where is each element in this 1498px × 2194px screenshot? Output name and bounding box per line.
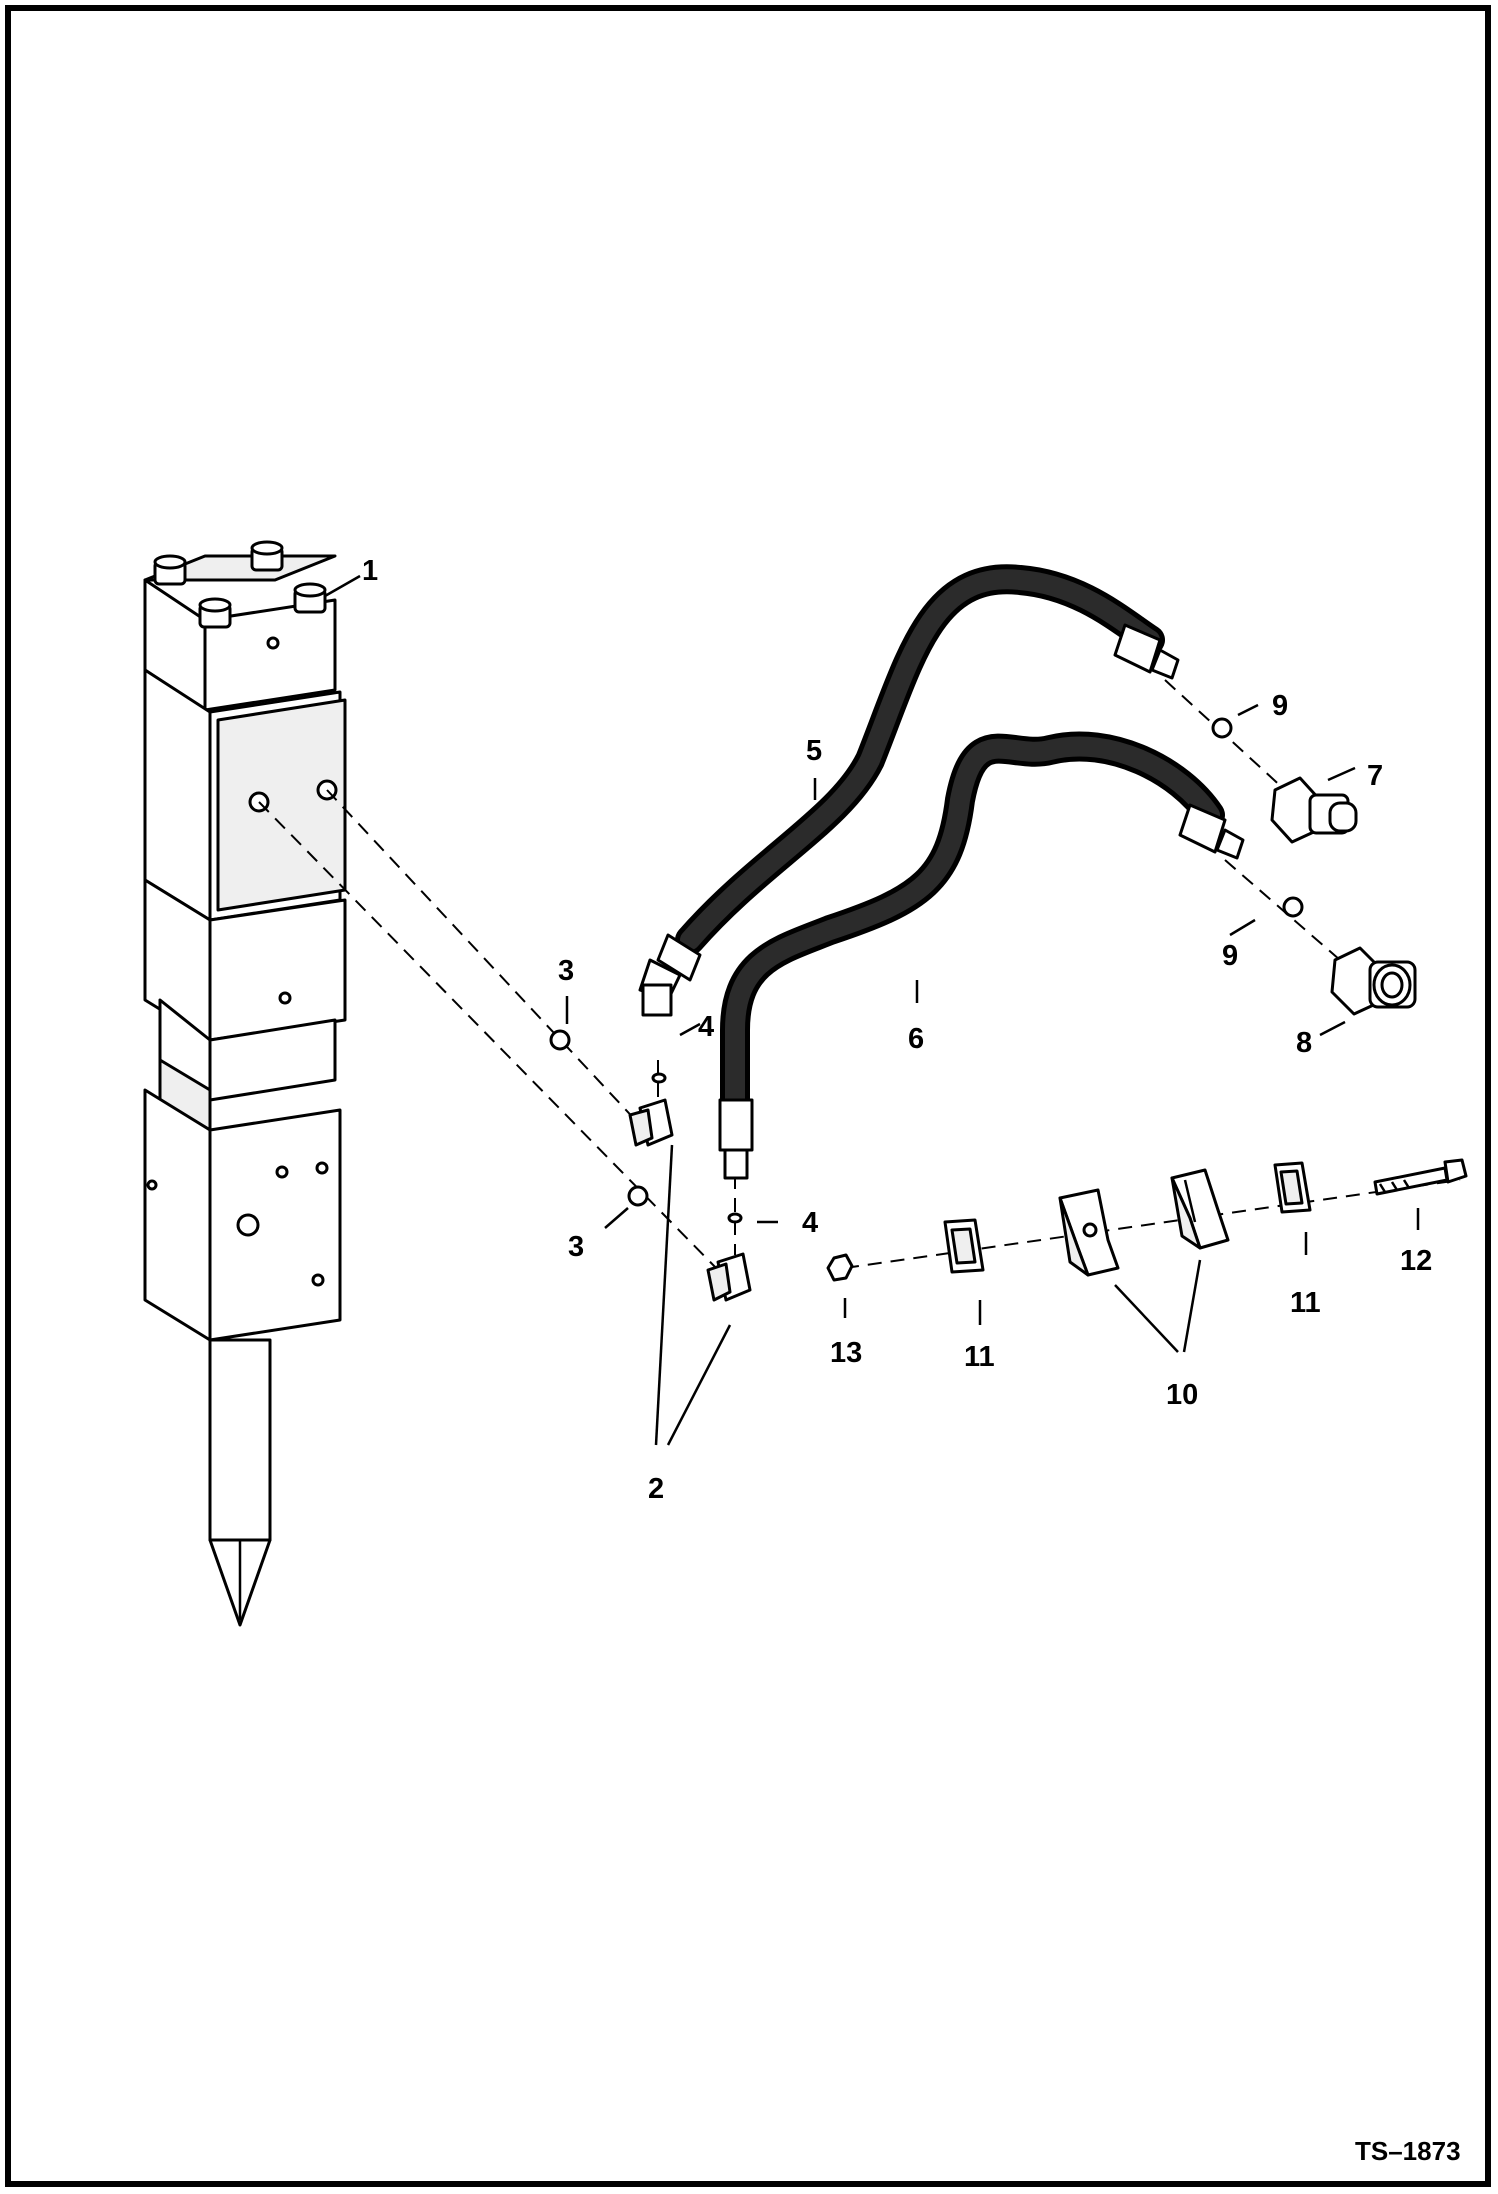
callout-11-right: 11 <box>1290 1287 1321 1319</box>
quick-coupler-male <box>1270 776 1358 844</box>
callout-8: 8 <box>1296 1027 1312 1059</box>
hose-6 <box>718 731 1245 1180</box>
cap-bolt <box>250 540 284 572</box>
o-ring-9-upper <box>1211 717 1233 739</box>
callout-2: 2 <box>648 1473 664 1505</box>
fitting-2-lower <box>706 1252 752 1302</box>
hose-end-fitting <box>1113 623 1180 680</box>
o-ring-3-upper <box>549 1029 571 1051</box>
o-ring-4-upper <box>651 1072 667 1084</box>
callout-10: 10 <box>1166 1379 1198 1411</box>
lock-nut-13 <box>826 1253 854 1282</box>
page-border <box>5 5 1491 2187</box>
callout-4-upper: 4 <box>698 1011 714 1043</box>
cap-bolt <box>293 582 327 614</box>
hydraulic-breaker <box>143 540 347 1627</box>
callout-9-lower: 9 <box>1222 940 1238 972</box>
fitting-2-upper <box>628 1098 674 1147</box>
o-ring-3-lower <box>627 1185 649 1207</box>
callout-3-upper: 3 <box>558 955 574 987</box>
callout-4-lower: 4 <box>802 1207 818 1239</box>
callouts: 1 2 3 3 4 4 5 6 7 8 9 9 10 11 11 12 13 <box>362 555 1432 1505</box>
callout-7: 7 <box>1367 760 1383 792</box>
hose-straight-fitting <box>718 1098 754 1180</box>
callout-11-left: 11 <box>964 1341 995 1373</box>
o-ring-4-lower <box>727 1212 743 1224</box>
hose-5 <box>638 564 1180 1017</box>
clamp-half-10-left <box>1058 1188 1120 1277</box>
bolt-12 <box>1373 1158 1468 1196</box>
callout-12: 12 <box>1400 1245 1432 1277</box>
plate-11-right <box>1273 1161 1312 1214</box>
plate-11-left <box>943 1218 985 1274</box>
callout-6: 6 <box>908 1023 924 1055</box>
quick-coupler-female <box>1330 946 1417 1016</box>
cap-bolt <box>198 597 232 629</box>
callout-5: 5 <box>806 735 822 767</box>
hose-end-fitting <box>1178 803 1245 860</box>
leader-lines <box>324 574 1420 1446</box>
callout-9-upper: 9 <box>1272 690 1288 722</box>
cap-bolt <box>153 554 187 586</box>
callout-3-lower: 3 <box>568 1231 584 1263</box>
hose-elbow-fitting <box>638 933 702 1017</box>
figure-reference: TS–1873 <box>1355 2136 1461 2166</box>
o-ring-9-lower <box>1282 896 1304 918</box>
callout-1: 1 <box>362 555 378 587</box>
callout-13: 13 <box>830 1337 862 1369</box>
clamp-half-10-right <box>1170 1168 1230 1250</box>
